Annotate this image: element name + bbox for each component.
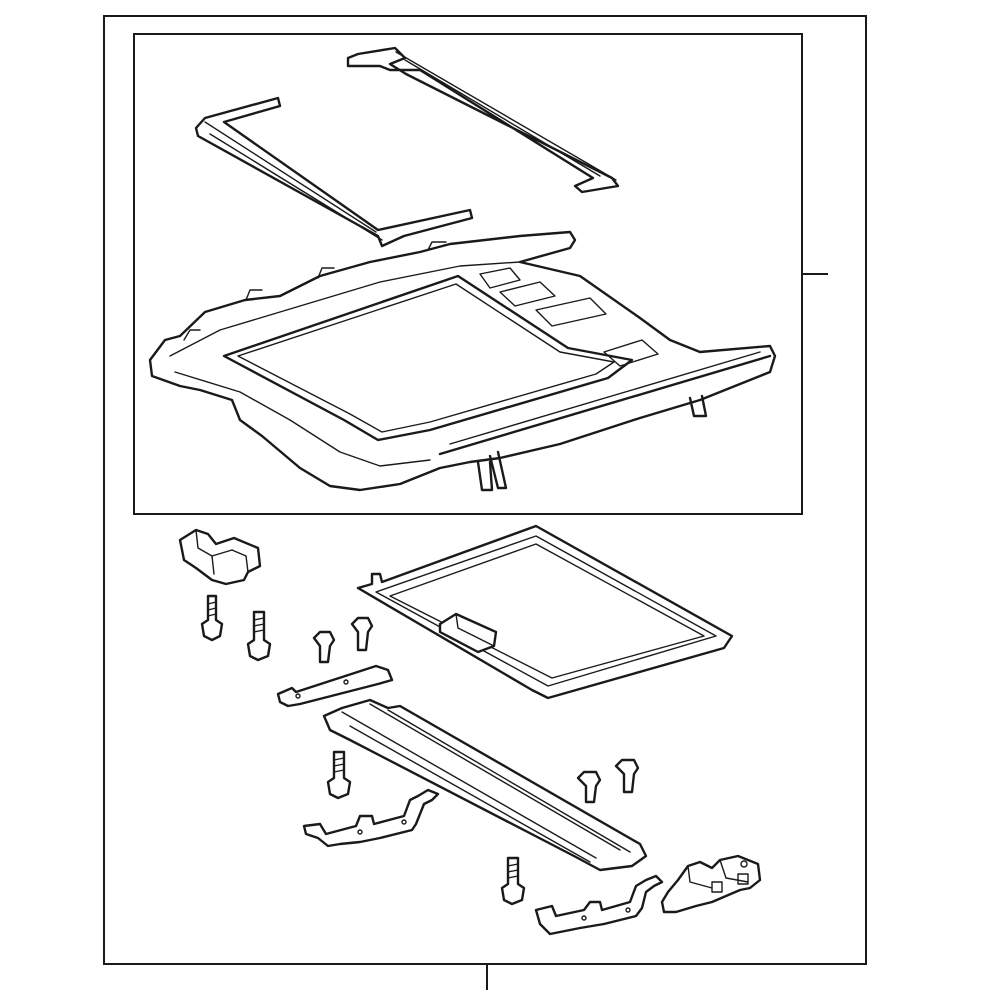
- bolt-icon: [578, 772, 600, 802]
- bolt-icon: [352, 618, 372, 650]
- bolt-icon: [314, 632, 334, 662]
- cross-member-rail-icon: [324, 700, 646, 870]
- sunshade-panel-icon: [358, 526, 732, 698]
- mounting-bracket-icon: [536, 876, 662, 934]
- bolt-icon: [202, 596, 222, 640]
- hinge-bracket-icon: [662, 856, 760, 912]
- glass-deflector-icon: [196, 98, 472, 246]
- outer-frame: [104, 16, 866, 964]
- mounting-bracket-icon: [304, 790, 438, 846]
- bolt-icon: [248, 612, 270, 660]
- sunroof-frame-assembly-icon: [150, 232, 775, 490]
- bolt-icon: [616, 760, 638, 792]
- bolt-icon: [502, 858, 524, 904]
- switch-connector-icon: [180, 530, 260, 584]
- bolt-icon: [328, 752, 350, 798]
- rear-seal-strip-icon: [348, 48, 618, 192]
- mounting-bracket-icon: [278, 666, 392, 706]
